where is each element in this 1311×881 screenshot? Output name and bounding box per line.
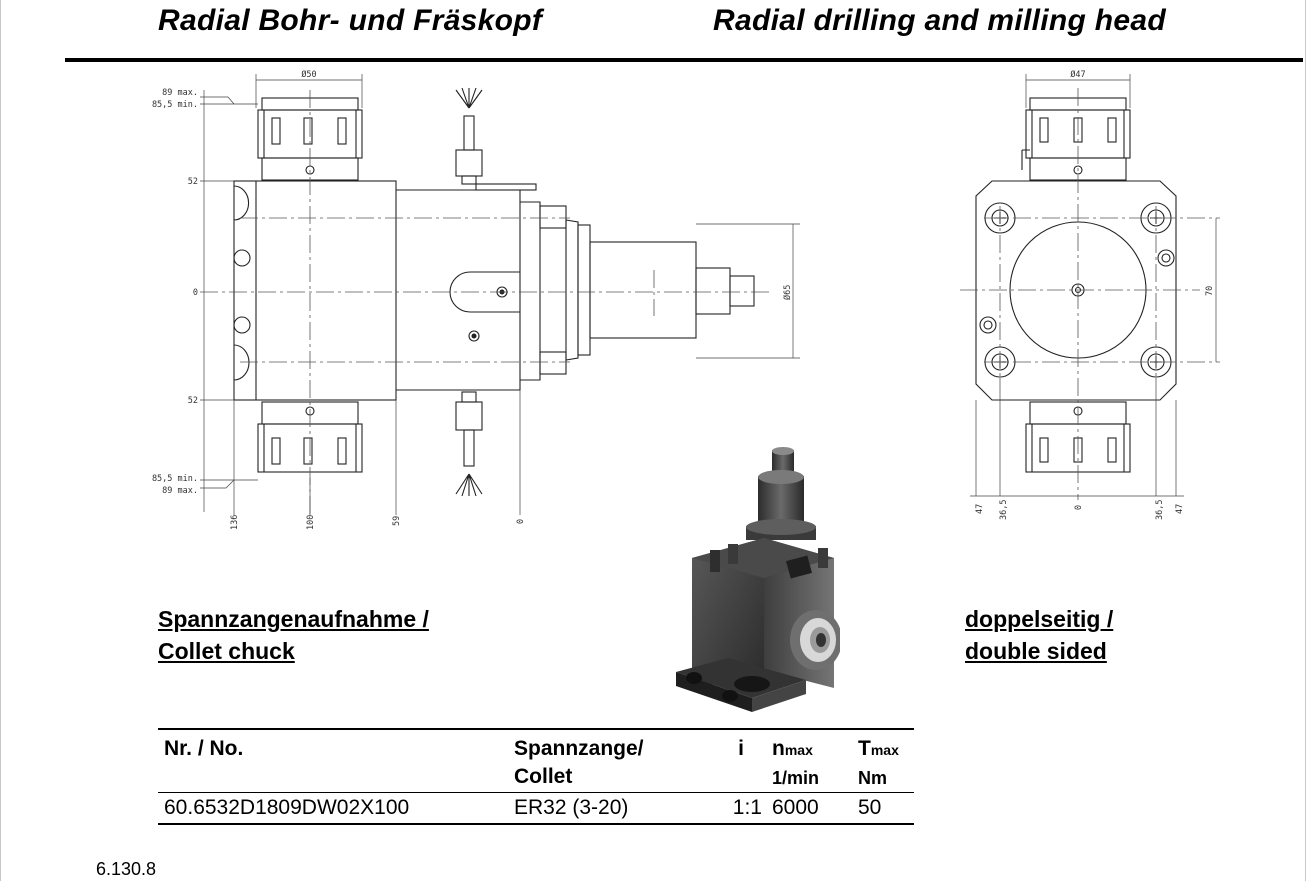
title-english: Radial drilling and milling head [713, 4, 1166, 37]
col-header-collet: Spannzange/Collet [514, 737, 644, 788]
dim-85-5-min-top: 85,5 min. [152, 100, 198, 110]
dim-0-front: 0 [1074, 505, 1084, 510]
dim-diameter-50: Ø50 [301, 69, 316, 80]
double-heading-line1: doppelseitig / [965, 606, 1114, 632]
cell-i: 1:1 [732, 796, 762, 819]
dim-0-center: 0 [193, 288, 198, 298]
dim-136: 136 [230, 515, 240, 530]
side-view-drawing [233, 87, 755, 497]
dim-0-bottom: 0 [516, 519, 526, 524]
dim-59: 59 [392, 516, 402, 526]
front-view-drawing [975, 97, 1177, 473]
technical-drawing: Ø50 89 max. 85,5 min. 52 0 52 85,5 min. … [152, 69, 1220, 530]
double-heading-line2: double sided [965, 638, 1107, 664]
dim-52-bottom: 52 [188, 396, 198, 406]
cell-no: 60.6532D1809DW02X100 [164, 796, 410, 819]
front-view-dimension-lines [970, 74, 1217, 497]
title-rule [65, 58, 1303, 62]
title-german: Radial Bohr- und Fräskopf [158, 4, 543, 37]
dim-diameter-47: Ø47 [1070, 69, 1085, 80]
collet-heading-line2: Collet chuck [158, 638, 295, 664]
col-header-no: Nr. / No. [164, 737, 244, 760]
cell-collet: ER32 (3-20) [514, 796, 629, 819]
front-view-dimension-text: Ø47 70 47 36,5 0 36,5 47 [975, 69, 1215, 520]
product-image [676, 447, 840, 712]
dim-36-5-right: 36,5 [1155, 500, 1165, 520]
col-header-i: i [738, 737, 744, 760]
dim-diameter-65: Ø65 [782, 285, 793, 300]
dim-89-max-bottom: 89 max. [162, 486, 198, 496]
dim-47-left: 47 [975, 504, 985, 514]
side-view-center-lines [200, 90, 770, 515]
dim-47-right: 47 [1175, 504, 1185, 514]
collet-chuck-heading: Spannzangenaufnahme / Collet chuck [158, 603, 429, 667]
front-view-center-lines [960, 88, 1220, 500]
dim-36-5-left: 36,5 [999, 500, 1009, 520]
dim-89-max-top: 89 max. [162, 88, 198, 98]
side-view-dimension-text: Ø50 89 max. 85,5 min. 52 0 52 85,5 min. … [152, 69, 793, 530]
cell-t: 50 [858, 796, 882, 819]
double-sided-heading: doppelseitig / double sided [965, 603, 1113, 667]
dim-85-5-min-bottom: 85,5 min. [152, 474, 198, 484]
dim-52-top: 52 [188, 177, 198, 187]
table-row: 60.6532D1809DW02X100 ER32 (3-20) 1:1 600… [158, 793, 914, 824]
page-number: 6.130.8 [96, 859, 157, 879]
dim-70: 70 [1205, 286, 1215, 296]
dim-100: 100 [306, 515, 316, 530]
cell-n: 6000 [772, 796, 819, 819]
collet-heading-line1: Spannzangenaufnahme / [158, 606, 429, 632]
side-view-dimension-lines [200, 74, 800, 515]
